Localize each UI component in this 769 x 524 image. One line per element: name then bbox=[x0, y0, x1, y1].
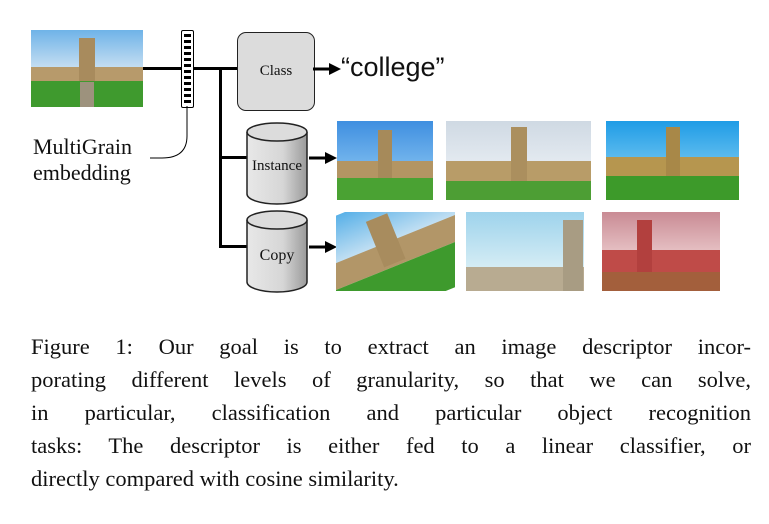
embedding-segment bbox=[184, 40, 191, 43]
embedding-segment bbox=[184, 100, 191, 103]
embedding-vector-icon bbox=[181, 30, 194, 108]
instance-arrow bbox=[309, 152, 337, 164]
copy-result-image bbox=[336, 212, 455, 291]
figure-caption: Figure 1: Our goal is to extract an imag… bbox=[31, 330, 751, 495]
embedding-segment bbox=[184, 58, 191, 61]
class-box: Class bbox=[237, 32, 315, 111]
label-leader-line bbox=[150, 106, 188, 159]
embedding-segment bbox=[184, 70, 191, 73]
class-label: Class bbox=[259, 63, 293, 79]
instance-result-image bbox=[446, 121, 591, 200]
caption-line: tasks: The descriptor is either fed to a… bbox=[31, 433, 751, 458]
embedding-label-line2: embedding bbox=[33, 160, 131, 185]
caption-line: in particular, classification and partic… bbox=[31, 400, 751, 425]
class-arrow bbox=[313, 63, 341, 75]
embedding-label: MultiGrain embedding bbox=[33, 134, 132, 186]
caption-line: Figure 1: Our goal is to extract an imag… bbox=[31, 334, 751, 359]
instance-result-image bbox=[337, 121, 433, 200]
embedding-segment bbox=[184, 76, 191, 79]
copy-result-image bbox=[466, 212, 584, 291]
caption-line: porating different levels of granularity… bbox=[31, 367, 751, 392]
embedding-segment bbox=[184, 64, 191, 67]
embedding-segment bbox=[184, 46, 191, 49]
query-image bbox=[31, 30, 143, 107]
embedding-segment bbox=[184, 82, 191, 85]
embedding-segment bbox=[184, 34, 191, 37]
caption-line: directly compared with cosine similarity… bbox=[31, 466, 399, 491]
branch-line-copy bbox=[219, 245, 247, 248]
instance-result-image bbox=[606, 121, 739, 200]
branch-line-instance bbox=[219, 156, 247, 159]
embedding-label-line1: MultiGrain bbox=[33, 134, 132, 159]
copy-arrow bbox=[309, 241, 337, 253]
embedding-segment bbox=[184, 88, 191, 91]
class-output-text: “college” bbox=[341, 52, 445, 82]
embedding-segment bbox=[184, 52, 191, 55]
instance-label: Instance bbox=[252, 158, 302, 174]
embedding-segment bbox=[184, 94, 191, 97]
copy-label: Copy bbox=[259, 247, 295, 264]
instance-database-icon bbox=[246, 122, 308, 205]
copy-database-icon bbox=[246, 210, 308, 293]
copy-result-image bbox=[602, 212, 720, 291]
